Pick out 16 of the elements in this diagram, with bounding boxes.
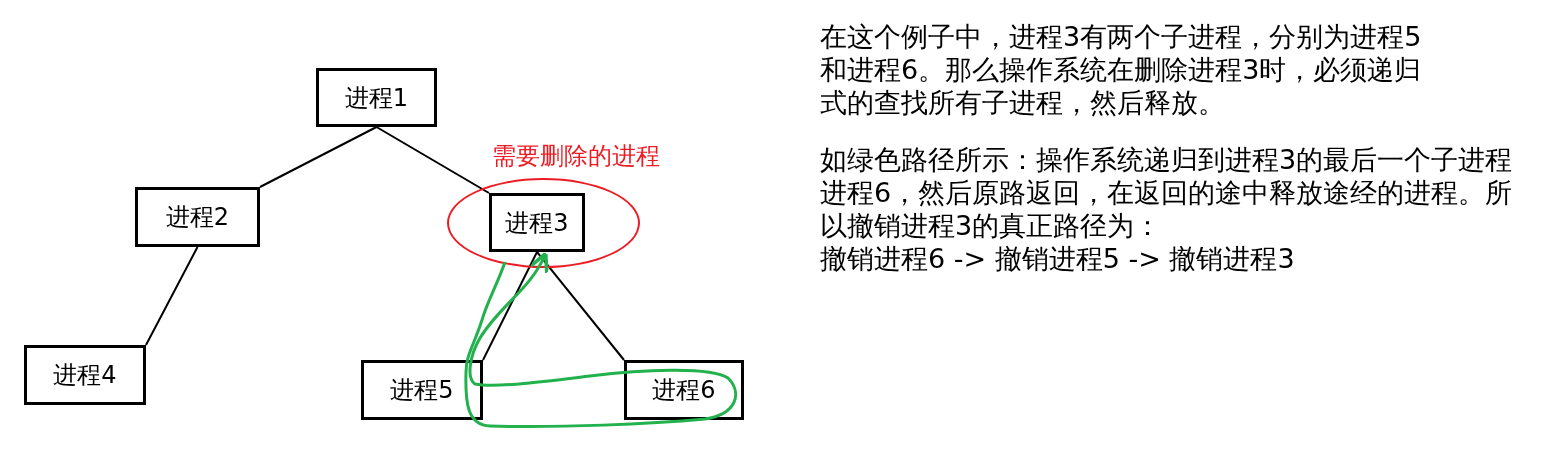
explanation-text: 在这个例子中，进程3有两个子进程，分别为进程5和进程6。那么操作系统在删除进程3时，必须递归式的查找所有子进程，然后释放。 (820, 20, 1423, 119)
connector-line (482, 251, 538, 361)
process-box: 进程3 (489, 193, 585, 252)
connector-line (375, 126, 490, 194)
connector-line (145, 246, 199, 346)
connector-line (259, 126, 378, 188)
explanation-text: 如绿色路径所示：操作系统递归到进程3的最后一个子进程进程6，然后原路返回，在返回的途中释放途经的进程。所以撤销进程3的真正路径为： (820, 143, 1514, 242)
process-box: 进程2 (135, 187, 260, 247)
process-box: 进程4 (24, 345, 146, 405)
process-box: 进程5 (361, 360, 483, 420)
connector-line (536, 251, 625, 361)
callout-label: 需要删除的进程 (492, 141, 660, 172)
traversal-path-arrow (464, 251, 737, 428)
process-box: 进程6 (624, 360, 744, 420)
explanation-text: 撤销进程6 -> 撤销进程5 -> 撤销进程3 (820, 242, 1296, 275)
process-box: 进程1 (316, 68, 437, 127)
